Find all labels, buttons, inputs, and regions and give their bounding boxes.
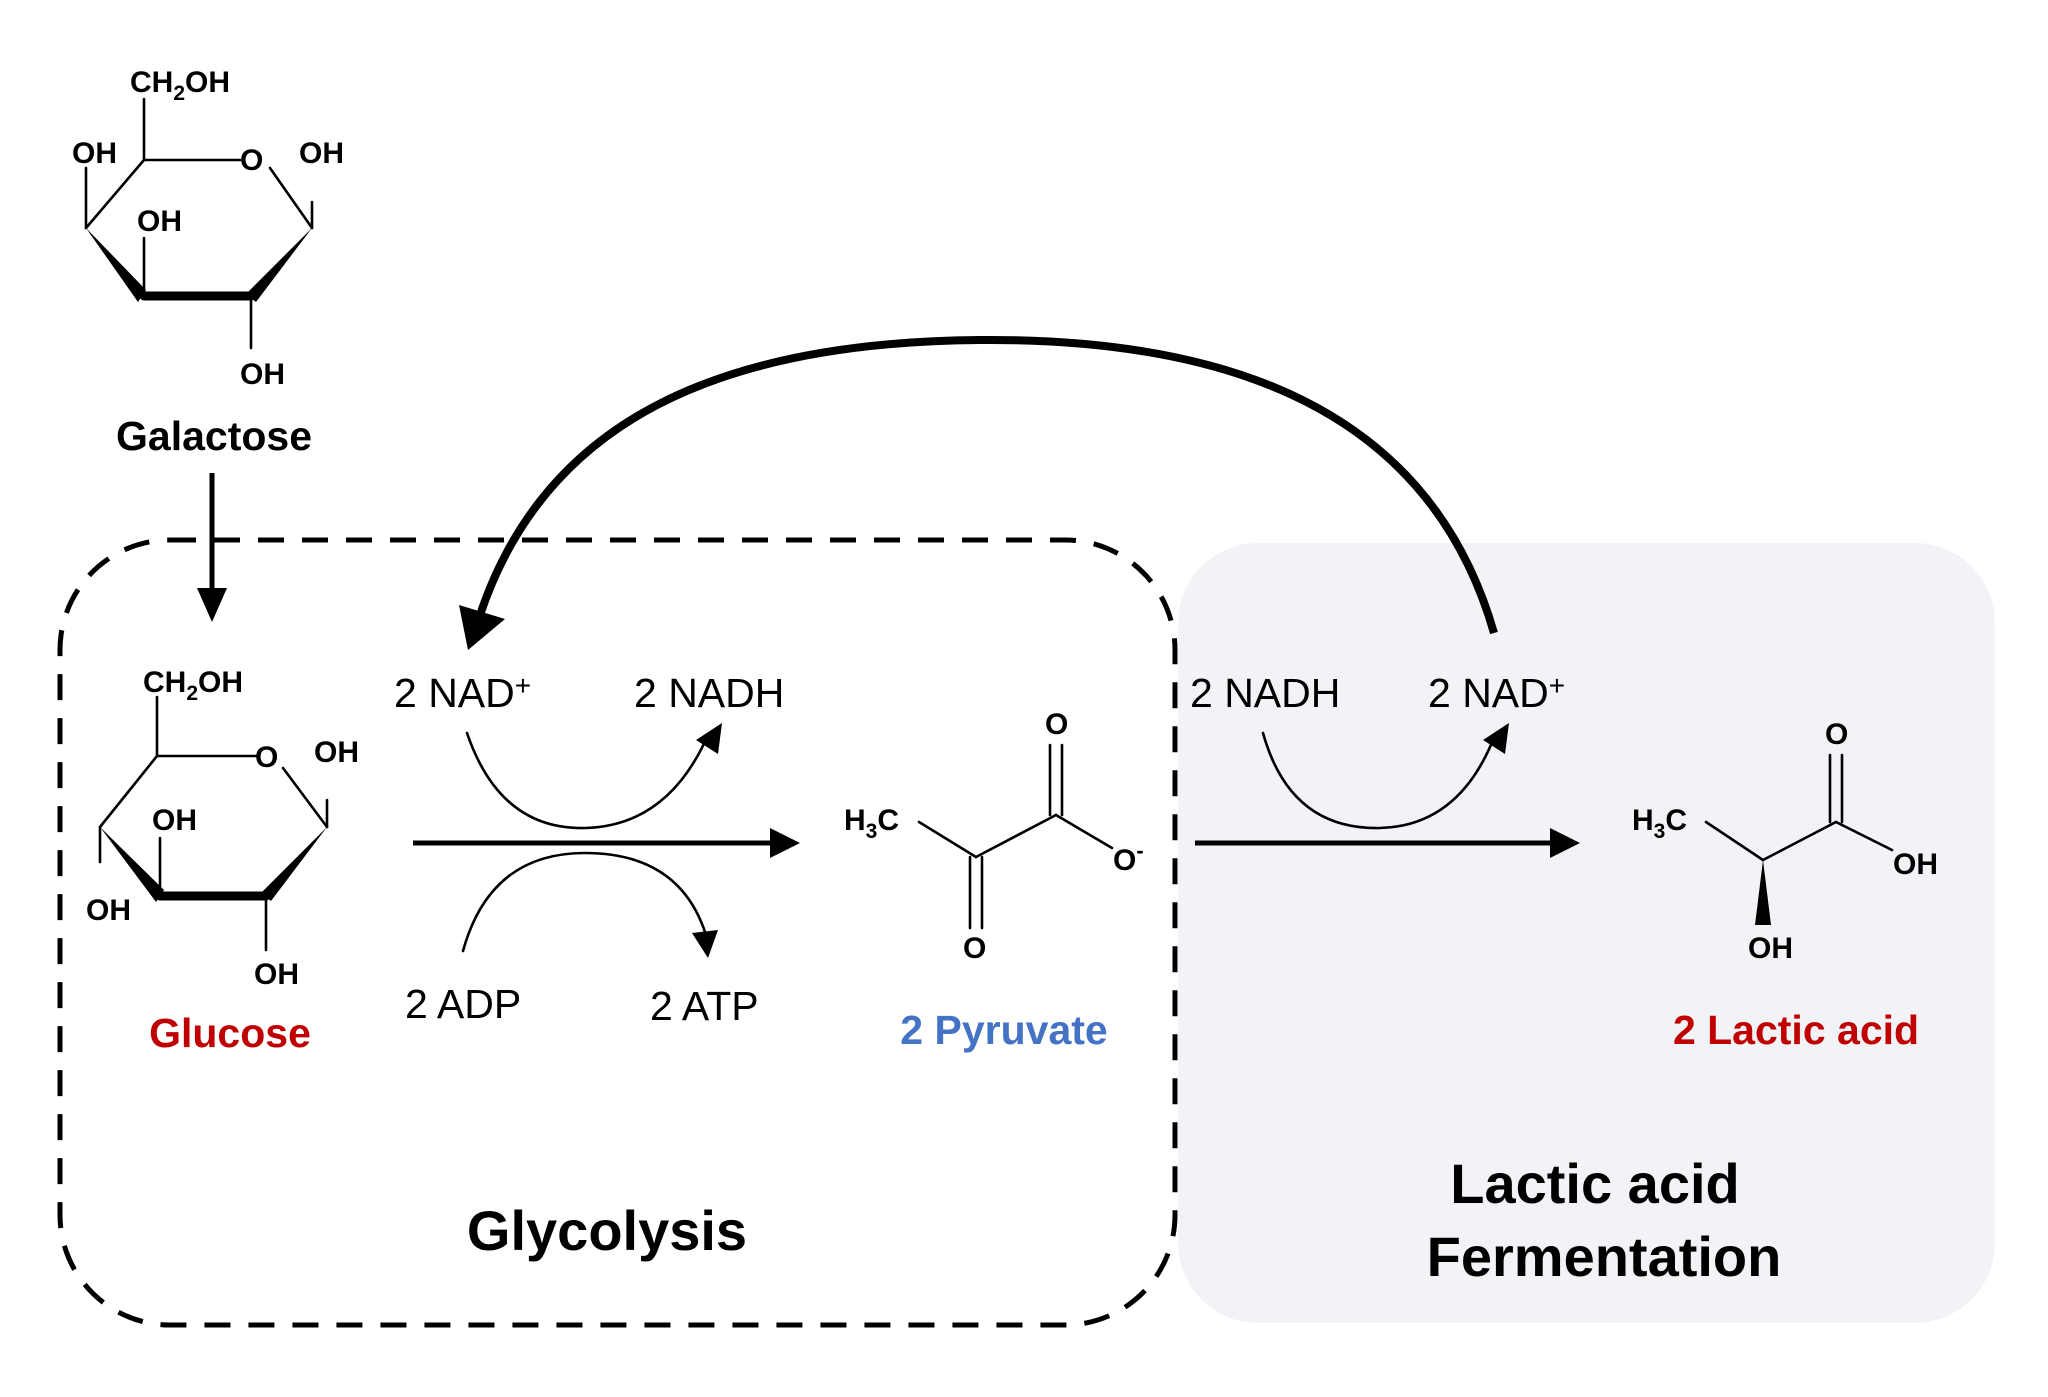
nad-regeneration-arc [476, 335, 1498, 635]
fermentation-nad-arrowhead [1483, 723, 1509, 754]
galactose-structure: CH2OH OH O OH OH OH [72, 66, 344, 391]
pyruvate-structure: H3C O O O- [844, 708, 1144, 965]
fermentation-title-line2: Fermentation [1427, 1225, 1782, 1288]
galactose-ch2oh-label: CH2OH [130, 66, 230, 105]
nad-to-nadh-curve [465, 731, 710, 830]
glycolysis-region [57, 537, 1178, 1328]
galactose-oh-bottom: OH [240, 358, 285, 391]
fermentation-nadh-label: 2 NADH [1190, 670, 1340, 716]
galactose-label: Galactose [116, 413, 312, 459]
atp-arrowhead [692, 930, 718, 958]
pyruvate-keto-oxygen: O [963, 932, 986, 965]
galactose-oh-left: OH [72, 137, 117, 170]
galactose-to-glucose-arrowhead [197, 588, 227, 622]
fermentation-main-arrowhead [1550, 828, 1580, 858]
nad-regeneration-arrowhead [459, 605, 505, 650]
lactic-carboxyl-oh: OH [1893, 848, 1938, 881]
glucose-oh-left: OH [86, 894, 131, 927]
glucose-ch2oh-label: CH2OH [143, 666, 243, 705]
pyruvate-carboxylate-oxygen: O- [1113, 838, 1144, 877]
pyruvate-label: 2 Pyruvate [900, 1007, 1107, 1053]
glucose-structure: CH2OH O OH OH OH OH [86, 666, 359, 991]
galactose-ring-oxygen: O [240, 144, 263, 177]
nadh-arrowhead [696, 723, 722, 754]
fermentation-region [1178, 543, 1995, 1323]
glycolysis-atp-label: 2 ATP [650, 983, 759, 1029]
glycolysis-nadh-label: 2 NADH [634, 670, 784, 716]
glucose-ring-oxygen: O [255, 741, 278, 774]
galactose-oh-right: OH [299, 137, 344, 170]
lactic-h3c-label: H3C [1632, 804, 1687, 843]
glucose-oh-bottom: OH [254, 958, 299, 991]
glycolysis-adp-label: 2 ADP [405, 981, 521, 1027]
nadh-to-nad-curve [1261, 731, 1497, 830]
fermentation-nad-label: 2 NAD+ [1428, 670, 1565, 716]
pyruvate-h3c-label: H3C [844, 804, 899, 843]
glucose-label: Glucose [149, 1010, 311, 1056]
adp-to-atp-curve [461, 851, 708, 953]
lactic-acid-label: 2 Lactic acid [1673, 1007, 1919, 1053]
lactic-carbonyl-oxygen: O [1825, 718, 1848, 751]
galactose-oh-inner: OH [137, 205, 182, 238]
pyruvate-carbonyl-oxygen: O [1045, 708, 1068, 741]
lactic-hydroxyl-oh: OH [1748, 932, 1793, 965]
glycolysis-nad-label: 2 NAD+ [394, 670, 531, 716]
glucose-oh-right: OH [314, 736, 359, 769]
glycolysis-title: Glycolysis [467, 1199, 747, 1262]
glycolysis-main-arrowhead [770, 828, 800, 858]
fermentation-title-line1: Lactic acid [1450, 1152, 1739, 1215]
glucose-oh-inner: OH [152, 804, 197, 837]
lactic-acid-structure: H3C O OH OH [1632, 718, 1938, 965]
